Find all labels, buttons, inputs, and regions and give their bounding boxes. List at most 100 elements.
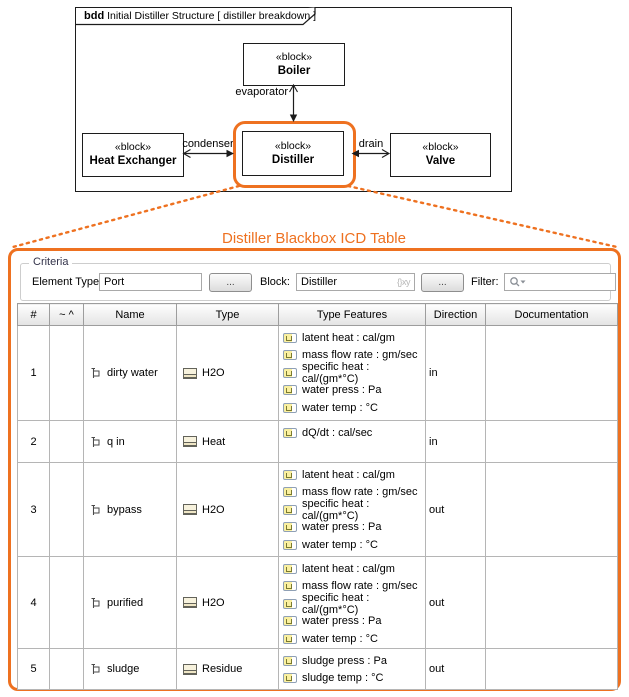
feature-label: sludge press : Pa	[302, 654, 387, 667]
direction-cell[interactable]: out	[425, 556, 486, 649]
name-cell[interactable]: sludge	[83, 648, 177, 690]
col-header-name[interactable]: Name	[83, 303, 177, 326]
filter-label: Filter:	[471, 276, 499, 288]
heat-exchanger-stereotype: «block»	[114, 141, 152, 154]
element-type-input[interactable]: Port	[99, 273, 202, 291]
col-header-sort[interactable]: ~ ^	[49, 303, 84, 326]
documentation-cell[interactable]	[485, 648, 618, 690]
row-number-cell[interactable]: 1	[17, 325, 50, 421]
direction-cell[interactable]: out	[425, 462, 486, 557]
table-row[interactable]: 2 q in Heat dQ/dt : cal/sec in	[17, 420, 618, 463]
documentation-cell[interactable]	[485, 556, 618, 649]
type-cell[interactable]: H2O	[176, 325, 279, 421]
value-property-icon	[283, 563, 297, 574]
block-boiler[interactable]: «block» Boiler	[243, 43, 345, 86]
block-browse-button[interactable]: ...	[421, 273, 464, 292]
col-header-type-features[interactable]: Type Features	[278, 303, 426, 326]
table-row[interactable]: 5 sludge Residue sludge press : Pa sludg…	[17, 648, 618, 690]
block-heat-exchanger[interactable]: «block» Heat Exchanger	[82, 133, 184, 177]
row-sort-cell[interactable]	[49, 648, 84, 690]
col-header-number[interactable]: #	[17, 303, 50, 326]
feature-label: specific heat : cal/(gm*°C)	[302, 497, 370, 522]
row-sort-cell[interactable]	[49, 325, 84, 421]
block-distiller[interactable]: «block» Distiller	[242, 131, 344, 176]
edge-label-drain: drain	[358, 138, 384, 150]
frame-title-label: Initial Distiller Structure [ distiller …	[107, 10, 317, 22]
value-property-icon	[283, 522, 297, 533]
type-name: Heat	[202, 435, 226, 448]
documentation-cell[interactable]	[485, 325, 618, 421]
block-icon	[183, 663, 197, 675]
block-icon	[183, 436, 197, 447]
feature-label: specific heat : cal/(gm*°C)	[302, 360, 370, 385]
name-cell[interactable]: purified	[83, 556, 177, 649]
col-header-type[interactable]: Type	[176, 303, 279, 326]
type-cell[interactable]: Residue	[176, 648, 279, 690]
row-number-cell[interactable]: 3	[17, 462, 50, 557]
search-icon[interactable]	[509, 276, 526, 288]
row-sort-cell[interactable]	[49, 462, 84, 557]
type-features-cell[interactable]: latent heat : cal/gm mass flow rate : gm…	[278, 556, 426, 649]
port-icon	[91, 436, 100, 447]
valve-name: Valve	[425, 155, 456, 168]
diagram-frame-title: bdd Initial Distiller Structure [ distil…	[84, 10, 316, 22]
feature-label: mass flow rate : gm/sec	[302, 486, 418, 499]
type-features-cell[interactable]: latent heat : cal/gm mass flow rate : gm…	[278, 462, 426, 557]
row-number-cell[interactable]: 2	[17, 420, 50, 463]
value-property-icon	[283, 469, 297, 480]
icd-table: # ~ ^ Name Type Type Features Direction …	[17, 303, 618, 690]
table-row[interactable]: 1 dirty water H2O latent heat : cal/gm m…	[17, 325, 618, 421]
type-cell[interactable]: H2O	[176, 556, 279, 649]
feature-label: water temp : °C	[302, 538, 378, 551]
col-header-direction[interactable]: Direction	[425, 303, 486, 326]
feature-label: sludge temp : °C	[302, 672, 384, 685]
value-property-icon	[283, 427, 297, 438]
block-input[interactable]: Distiller {}xy	[296, 273, 415, 291]
value-property-icon	[283, 367, 297, 378]
feature-label: water temp : °C	[302, 401, 378, 414]
value-property-icon	[283, 402, 297, 413]
direction-cell[interactable]: out	[425, 648, 486, 690]
type-cell[interactable]: H2O	[176, 462, 279, 557]
type-name: Residue	[202, 663, 243, 675]
name-cell[interactable]: bypass	[83, 462, 177, 557]
criteria-group-label: Criteria	[29, 256, 73, 268]
frame-kind-label: bdd	[84, 10, 105, 22]
name-cell[interactable]: dirty water	[83, 325, 177, 421]
block-metachain-icon: {}xy	[396, 277, 411, 287]
distiller-name: Distiller	[271, 153, 315, 166]
direction-cell[interactable]: in	[425, 325, 486, 421]
filter-input[interactable]	[504, 273, 616, 291]
value-property-icon	[283, 616, 297, 627]
col-header-documentation[interactable]: Documentation	[485, 303, 618, 326]
table-row[interactable]: 3 bypass H2O latent heat : cal/gm mass f…	[17, 462, 618, 557]
value-property-icon	[283, 487, 297, 498]
row-sort-cell[interactable]	[49, 556, 84, 649]
type-features-cell[interactable]: dQ/dt : cal/sec	[278, 420, 426, 463]
documentation-cell[interactable]	[485, 420, 618, 463]
port-icon	[91, 504, 100, 515]
boiler-name: Boiler	[277, 64, 311, 77]
port-name: dirty water	[107, 367, 158, 379]
type-cell[interactable]: Heat	[176, 420, 279, 463]
type-features-cell[interactable]: latent heat : cal/gm mass flow rate : gm…	[278, 325, 426, 421]
table-row[interactable]: 4 purified H2O latent heat : cal/gm mass…	[17, 556, 618, 649]
direction-cell[interactable]: in	[425, 420, 486, 463]
block-valve[interactable]: «block» Valve	[390, 133, 491, 177]
port-icon	[91, 367, 100, 378]
row-number-cell[interactable]: 4	[17, 556, 50, 649]
value-property-icon	[283, 539, 297, 550]
row-sort-cell[interactable]	[49, 420, 84, 463]
feature-label: mass flow rate : gm/sec	[302, 580, 418, 593]
type-features-cell[interactable]: sludge press : Pa sludge temp : °C	[278, 648, 426, 690]
documentation-cell[interactable]	[485, 462, 618, 557]
valve-stereotype: «block»	[422, 141, 459, 154]
table-header-row: # ~ ^ Name Type Type Features Direction …	[17, 303, 618, 326]
row-number-cell[interactable]: 5	[17, 648, 50, 690]
name-cell[interactable]: q in	[83, 420, 177, 463]
value-property-icon	[283, 504, 297, 515]
element-type-browse-button[interactable]: ...	[209, 273, 252, 292]
feature-label: latent heat : cal/gm	[302, 331, 395, 344]
distiller-highlight-border	[233, 121, 356, 188]
